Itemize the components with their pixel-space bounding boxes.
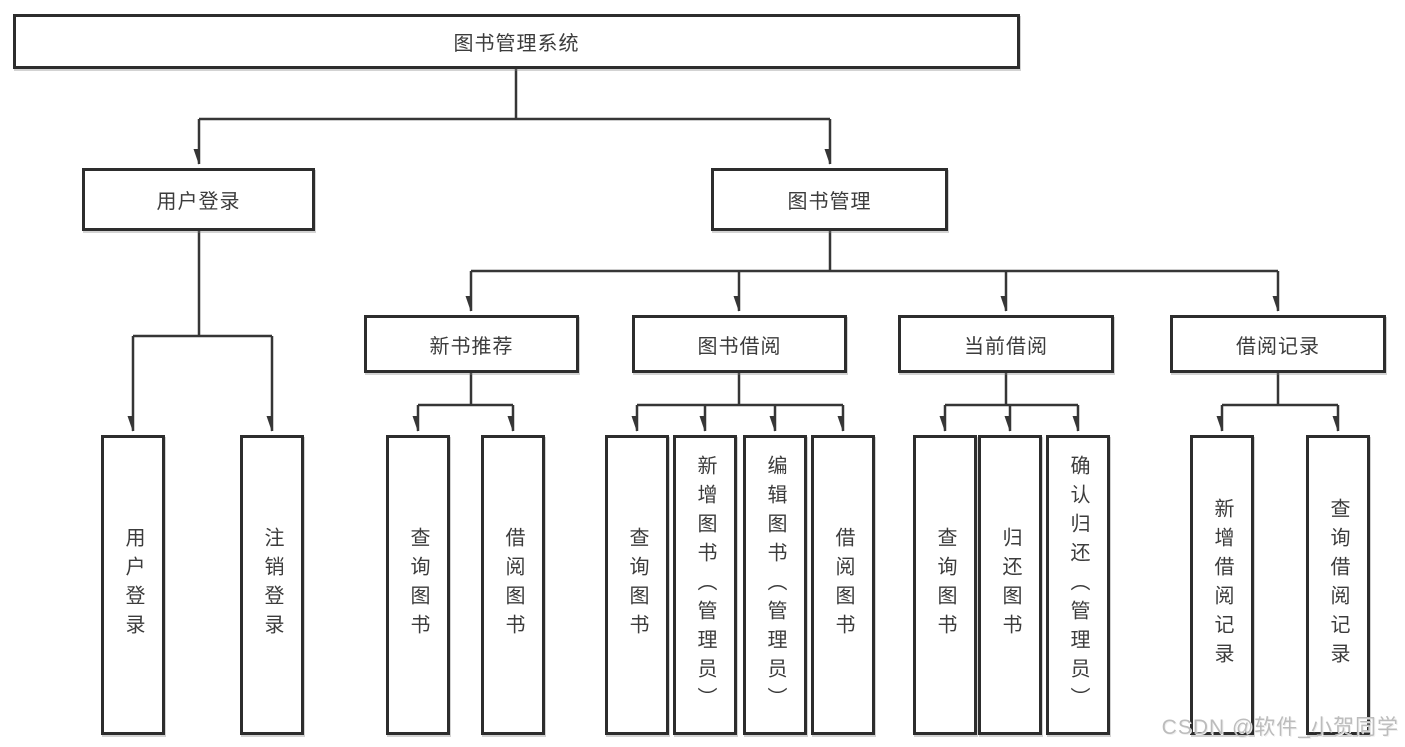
leaf-return-books: 归还图书 — [978, 435, 1042, 735]
node-new-book-recommend: 新书推荐 — [364, 315, 579, 373]
leaf-label: 借阅图书 — [502, 527, 524, 643]
leaf-logout: 注销登录 — [240, 435, 304, 735]
leaf-label: 新增借阅记录 — [1211, 498, 1233, 672]
leaf-label: 注销登录 — [261, 527, 283, 643]
node-book-management-module: 图书管理 — [711, 168, 948, 231]
node-root-system: 图书管理系统 — [13, 14, 1020, 69]
leaf-label: 归还图书 — [999, 527, 1021, 643]
leaf-label: 借阅图书 — [832, 527, 854, 643]
leaf-query-books-current: 查询图书 — [913, 435, 977, 735]
leaf-user-login: 用户登录 — [101, 435, 165, 735]
leaf-label: 查询图书 — [407, 527, 429, 643]
leaf-label: 编辑图书（管理员） — [764, 454, 786, 716]
leaf-add-borrow-record: 新增借阅记录 — [1190, 435, 1254, 735]
leaf-label: 新增图书（管理员） — [694, 454, 716, 716]
leaf-label: 用户登录 — [122, 527, 144, 643]
leaf-add-books-admin: 新增图书（管理员） — [673, 435, 737, 735]
leaf-query-books-borrowing: 查询图书 — [605, 435, 669, 735]
leaf-label: 查询借阅记录 — [1327, 498, 1349, 672]
leaf-query-borrow-record: 查询借阅记录 — [1306, 435, 1370, 735]
leaf-confirm-return-admin: 确认归还（管理员） — [1046, 435, 1110, 735]
leaf-label: 确认归还（管理员） — [1067, 454, 1089, 716]
node-borrowing-records: 借阅记录 — [1170, 315, 1386, 373]
node-user-login-module: 用户登录 — [82, 168, 315, 231]
leaf-label: 查询图书 — [934, 527, 956, 643]
leaf-label: 查询图书 — [626, 527, 648, 643]
leaf-query-books-recommend: 查询图书 — [386, 435, 450, 735]
leaf-borrow-books: 借阅图书 — [811, 435, 875, 735]
leaf-borrow-books-recommend: 借阅图书 — [481, 435, 545, 735]
node-current-borrowing: 当前借阅 — [898, 315, 1114, 373]
node-book-borrowing: 图书借阅 — [632, 315, 847, 373]
leaf-edit-books-admin: 编辑图书（管理员） — [743, 435, 807, 735]
